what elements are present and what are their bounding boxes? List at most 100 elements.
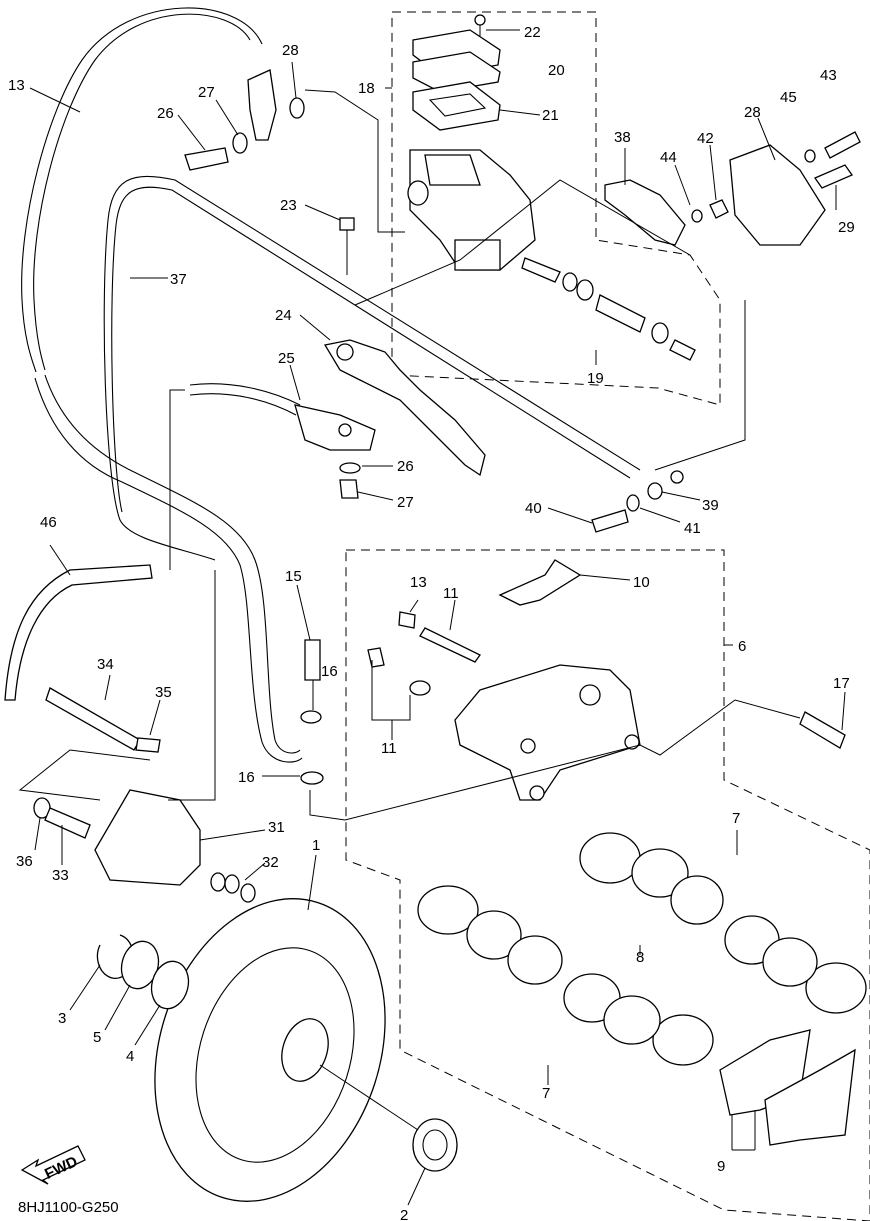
pistons-7-upper <box>579 832 867 1014</box>
callout-3: 3 <box>58 1010 66 1027</box>
callout-9: 9 <box>717 1158 725 1175</box>
callout-12: 11 <box>381 740 397 757</box>
bushing-2 <box>412 1118 458 1172</box>
callout-7b: 7 <box>542 1085 550 1102</box>
washer-16a <box>300 710 322 724</box>
bolt-44 <box>824 131 861 159</box>
bolt-35 <box>45 687 141 751</box>
brake-disc-1 <box>154 898 386 1202</box>
callout-30: 26 <box>157 105 174 122</box>
brake-lever-24 <box>323 339 486 477</box>
callout-33: 32 <box>262 854 279 871</box>
bolt-29 <box>814 164 853 189</box>
callout-24: 24 <box>275 307 292 324</box>
seals-8-lower <box>466 910 661 1045</box>
cable-38 <box>103 175 641 561</box>
brake-pads-9 <box>719 1029 856 1146</box>
spring-plate-10 <box>498 559 582 606</box>
reservoir-cap-20 <box>412 29 501 93</box>
washer-45a <box>804 149 816 163</box>
leader-lines <box>18 29 846 1206</box>
callout-34: 33 <box>52 867 69 884</box>
callout-46: 46 <box>40 514 57 531</box>
callout-31b: 28 <box>282 42 299 59</box>
callout-17: 17 <box>833 675 850 692</box>
callout-18: 18 <box>358 80 375 97</box>
union-bolt-30 <box>184 147 229 171</box>
hose-25 <box>189 383 301 416</box>
callout-4: 4 <box>126 1048 134 1065</box>
brake-hose-lower <box>44 374 301 754</box>
washer-42 <box>626 494 640 512</box>
diagram-code: 8HJ1100-G250 <box>18 1199 119 1216</box>
callout-16b: 16 <box>238 769 255 786</box>
callout-13: 13 <box>410 574 427 591</box>
callout-10: 10 <box>633 574 650 591</box>
callout-6: 6 <box>738 638 746 655</box>
outer-tube-46 <box>4 564 153 701</box>
washer-4 <box>150 960 190 1010</box>
parking-brake-lever-25 <box>294 404 376 451</box>
callout-32: 31 <box>268 819 285 836</box>
piston-kit-19 <box>521 257 696 361</box>
callout-20: 20 <box>548 62 565 79</box>
callout-23: 23 <box>280 197 297 214</box>
callout-21: 21 <box>542 107 559 124</box>
washer-16b <box>300 771 324 785</box>
washer-26 <box>339 462 361 474</box>
master-cylinder-18 <box>407 149 536 271</box>
washer-45b <box>691 209 703 223</box>
forward-arrow-icon: FWD <box>20 1145 86 1185</box>
brake-hose-14 <box>33 13 251 371</box>
parking-caliper-32 <box>94 789 201 886</box>
lever-holder-28 <box>729 144 826 246</box>
spring-36 <box>135 737 161 753</box>
bolt-15 <box>304 639 321 681</box>
diaphragm-21 <box>412 81 501 131</box>
callout-36: 35 <box>155 684 172 701</box>
callout-25: 25 <box>278 350 295 367</box>
brake-hose-lower-inner <box>34 377 303 763</box>
callout-7a: 7 <box>732 810 740 827</box>
pistons-7-lower <box>417 885 714 1066</box>
caliper-group-box <box>345 549 870 1221</box>
screw-22 <box>474 14 486 36</box>
plug-13 <box>398 611 416 629</box>
callout-1: 1 <box>312 837 320 854</box>
callout-22: 22 <box>524 24 541 41</box>
hose-fitting-top <box>247 69 277 141</box>
callout-14: 13 <box>8 77 25 94</box>
callout-labels: 13 26 27 28 18 22 20 21 23 24 25 26 27 3… <box>8 24 855 1221</box>
callout-42: 41 <box>684 520 701 537</box>
callout-39: 38 <box>614 129 631 146</box>
callout-16a: 16 <box>321 663 338 680</box>
callout-41: 40 <box>525 500 542 517</box>
bolt-23 <box>339 217 355 275</box>
callout-31a: 27 <box>198 84 215 101</box>
nut-27 <box>339 479 359 499</box>
bolt-17 <box>799 711 846 749</box>
callout-11: 11 <box>443 585 459 602</box>
bleed-screw-12 <box>367 647 431 696</box>
callout-26: 26 <box>397 458 414 475</box>
brake-hose-14-inner <box>21 7 263 373</box>
callout-2: 2 <box>400 1207 408 1221</box>
cable-38-inner <box>111 186 631 513</box>
callout-45a: 44 <box>660 149 677 166</box>
washer-31b <box>289 97 305 119</box>
callout-44: 43 <box>820 67 837 84</box>
callout-38: 37 <box>170 271 187 288</box>
sleeve-34 <box>44 807 91 839</box>
callout-5: 5 <box>93 1029 101 1046</box>
pads-33 <box>210 872 256 903</box>
seals-8-upper <box>631 848 818 987</box>
callout-19: 19 <box>587 370 604 387</box>
collar-40 <box>647 482 663 500</box>
callout-45b: 45 <box>780 89 797 106</box>
cable-end-eye <box>670 470 684 484</box>
callout-35: 34 <box>97 656 114 673</box>
parking-lever-39 <box>604 179 686 246</box>
callout-8a: 8 <box>636 949 644 966</box>
collar-43 <box>709 199 729 219</box>
bolt-41 <box>591 509 629 533</box>
